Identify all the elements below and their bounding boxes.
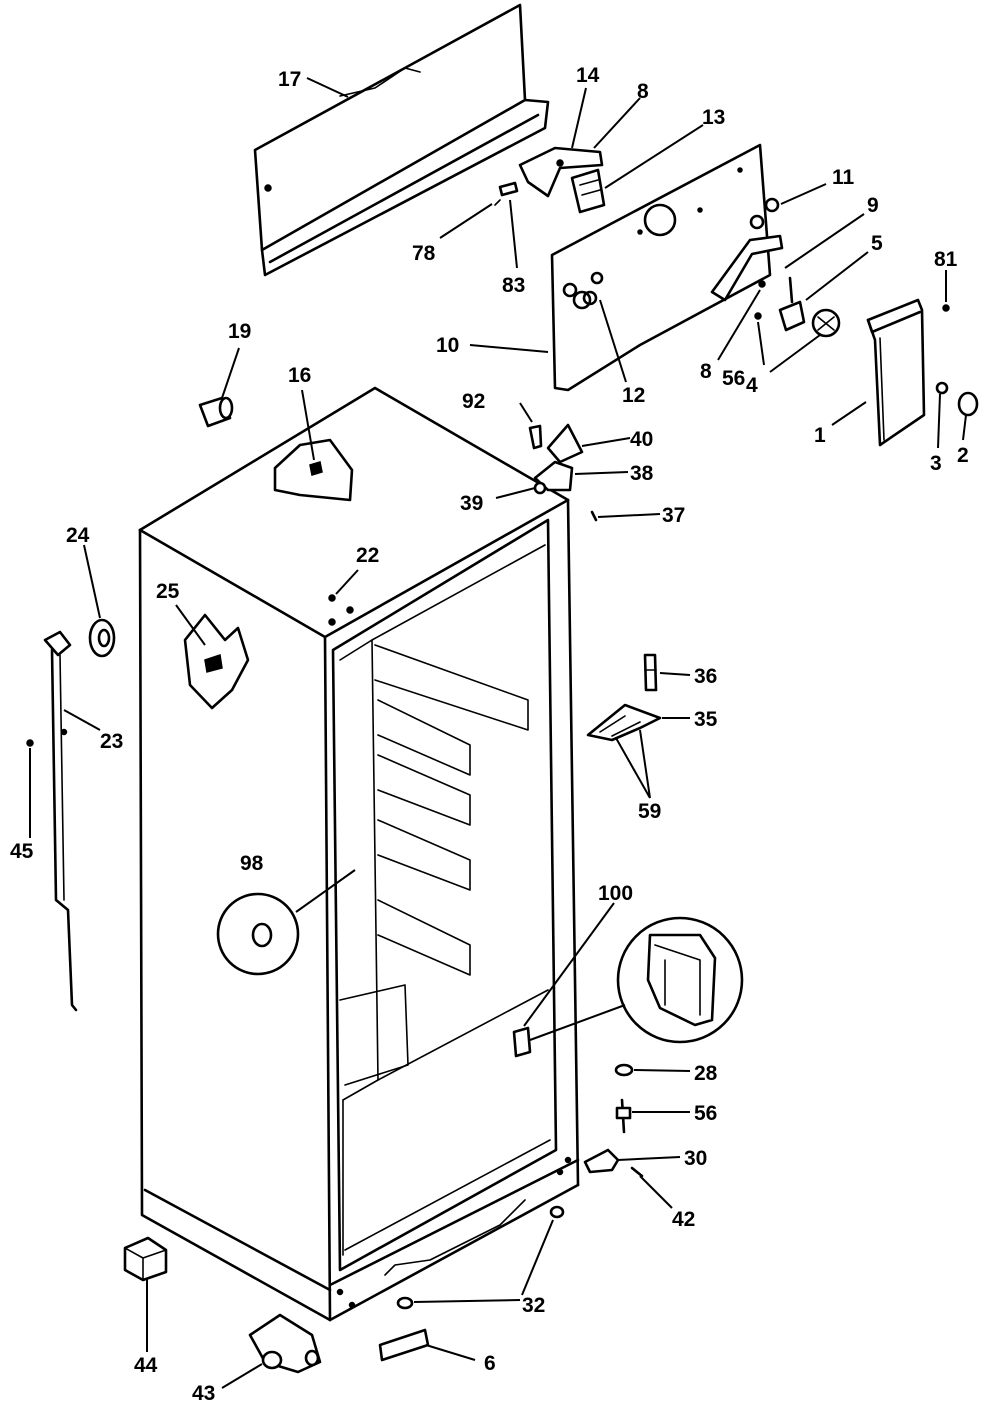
part-13-control-switch [570,168,606,214]
part-28-washer [614,1063,634,1077]
callout-2: 2 [957,444,969,467]
callout-38: 38 [630,462,654,485]
callout-19: 19 [228,320,251,343]
callout-9: 9 [867,194,879,217]
part-37-pin [590,510,598,522]
callout-44: 44 [134,1354,158,1377]
part-81-screw [942,304,950,312]
callout-5: 5 [871,232,883,255]
callout-14: 14 [576,64,600,87]
part-4-dial [811,308,841,338]
part-8-screw [758,280,766,288]
callout-labels: 17 14 8 13 11 9 5 81 78 83 10 8 56 4 12 … [10,64,969,1403]
callout-8-lower: 8 [700,360,712,383]
cabinet-shell [138,386,580,1322]
callout-32: 32 [522,1294,545,1317]
part-45-screw [26,739,34,747]
callout-43: 43 [192,1382,215,1403]
part-38-top-hinge [533,460,574,495]
callout-30: 30 [684,1147,707,1170]
callout-4: 4 [746,374,758,397]
part-9-thermostat-bracket [710,234,784,302]
callout-36: 36 [694,665,717,688]
callout-78: 78 [412,242,436,265]
callout-24: 24 [66,524,90,547]
part-14-bracket [518,146,604,198]
part-78-83-clip [494,181,519,206]
callout-40: 40 [630,428,653,451]
callout-39: 39 [460,492,483,515]
part-19-cap [198,396,234,428]
callout-81: 81 [934,248,958,271]
callout-45: 45 [10,840,34,863]
callout-59: 59 [638,800,661,823]
callout-37: 37 [662,504,685,527]
part-100-detail-circle [512,916,744,1058]
callout-35: 35 [694,708,718,731]
callout-12: 12 [622,384,645,407]
callout-13: 13 [702,106,725,129]
callout-83: 83 [502,274,525,297]
part-92-screw [528,424,543,450]
part-6-grille-tab [378,1328,430,1362]
part-56-bolt [615,1098,632,1134]
callout-22: 22 [356,544,379,567]
part-10-control-panel [550,143,772,392]
part-3-washer [935,381,949,395]
part-16-top-cutaway [273,438,354,502]
part-30-hinge [583,1148,620,1174]
callout-6: 6 [484,1352,496,1375]
callout-1: 1 [814,424,826,447]
part-40-hinge-cover [546,423,584,464]
callout-10: 10 [436,334,459,357]
part-58-screw [754,312,762,320]
callout-23: 23 [100,730,123,753]
callout-28: 28 [694,1062,718,1085]
part-42-screw [630,1166,644,1178]
leader-lines [29,77,967,1389]
part-35-bracket [586,703,662,742]
part-2-knob [957,391,979,417]
callout-56: 56 [694,1102,717,1125]
part-24-washer [88,618,116,658]
callout-11: 11 [832,166,855,189]
part-23-hinge-rod [43,630,78,1012]
callout-100: 100 [598,882,633,905]
part-98-detail-circle [216,869,356,976]
part-5-knob-shaft [778,276,806,332]
callout-17: 17 [278,68,301,91]
callout-98: 98 [240,852,264,875]
part-1-control-housing [866,298,926,447]
part-44-leveler [123,1236,168,1282]
callout-92: 92 [462,390,485,413]
callout-8-top: 8 [637,80,649,103]
callout-3: 3 [930,452,942,475]
part-36-stop [643,653,658,692]
part-17-top-channel [253,3,550,277]
part-43-roller [248,1313,322,1374]
callout-58: 56 [722,367,745,390]
callout-25: 25 [156,580,180,603]
callout-42: 42 [672,1208,695,1231]
part-11-plug [764,197,780,213]
callout-16: 16 [288,364,311,387]
